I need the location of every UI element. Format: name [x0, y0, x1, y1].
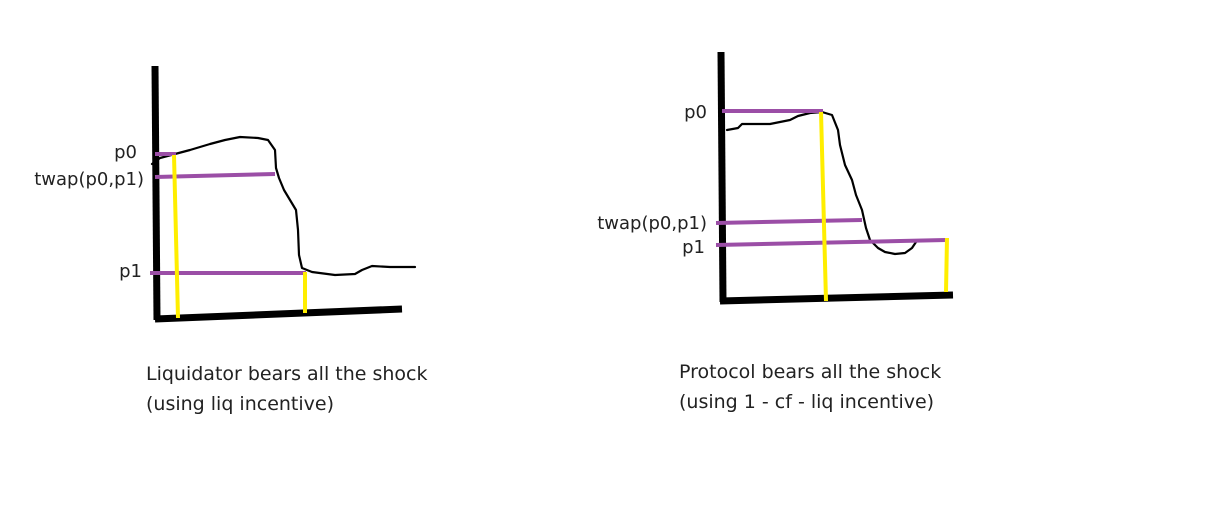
- left-t0-marker: [172, 154, 180, 319]
- right-caption-line1: Protocol bears all the shock: [679, 361, 942, 383]
- right-twap-line: [715, 218, 863, 225]
- right-panel-graph: [715, 51, 954, 305]
- right-p1-label: p1: [682, 237, 705, 258]
- right-t1-marker: [944, 237, 949, 293]
- left-caption-line2: (using liq incentive): [146, 393, 335, 415]
- left-p1-label: p1: [119, 261, 142, 282]
- right-y-axis: [717, 51, 727, 303]
- left-p0-label: p0: [114, 142, 137, 163]
- left-x-axis: [154, 305, 403, 323]
- left-caption-line1: Liquidator bears all the shock: [146, 363, 428, 385]
- right-p1-line: [715, 238, 947, 247]
- right-p0-label: p0: [684, 102, 707, 123]
- left-twap-label: twap(p0,p1): [34, 169, 144, 190]
- left-y-axis: [151, 65, 161, 321]
- right-price-curve: [725, 110, 918, 256]
- left-price-curve: [150, 135, 417, 277]
- right-t0-marker: [819, 111, 828, 302]
- left-panel-graph: [150, 65, 417, 323]
- right-x-axis: [719, 291, 954, 305]
- right-twap-label: twap(p0,p1): [597, 213, 707, 234]
- right-caption-line2: (using 1 - cf - liq incentive): [679, 391, 935, 413]
